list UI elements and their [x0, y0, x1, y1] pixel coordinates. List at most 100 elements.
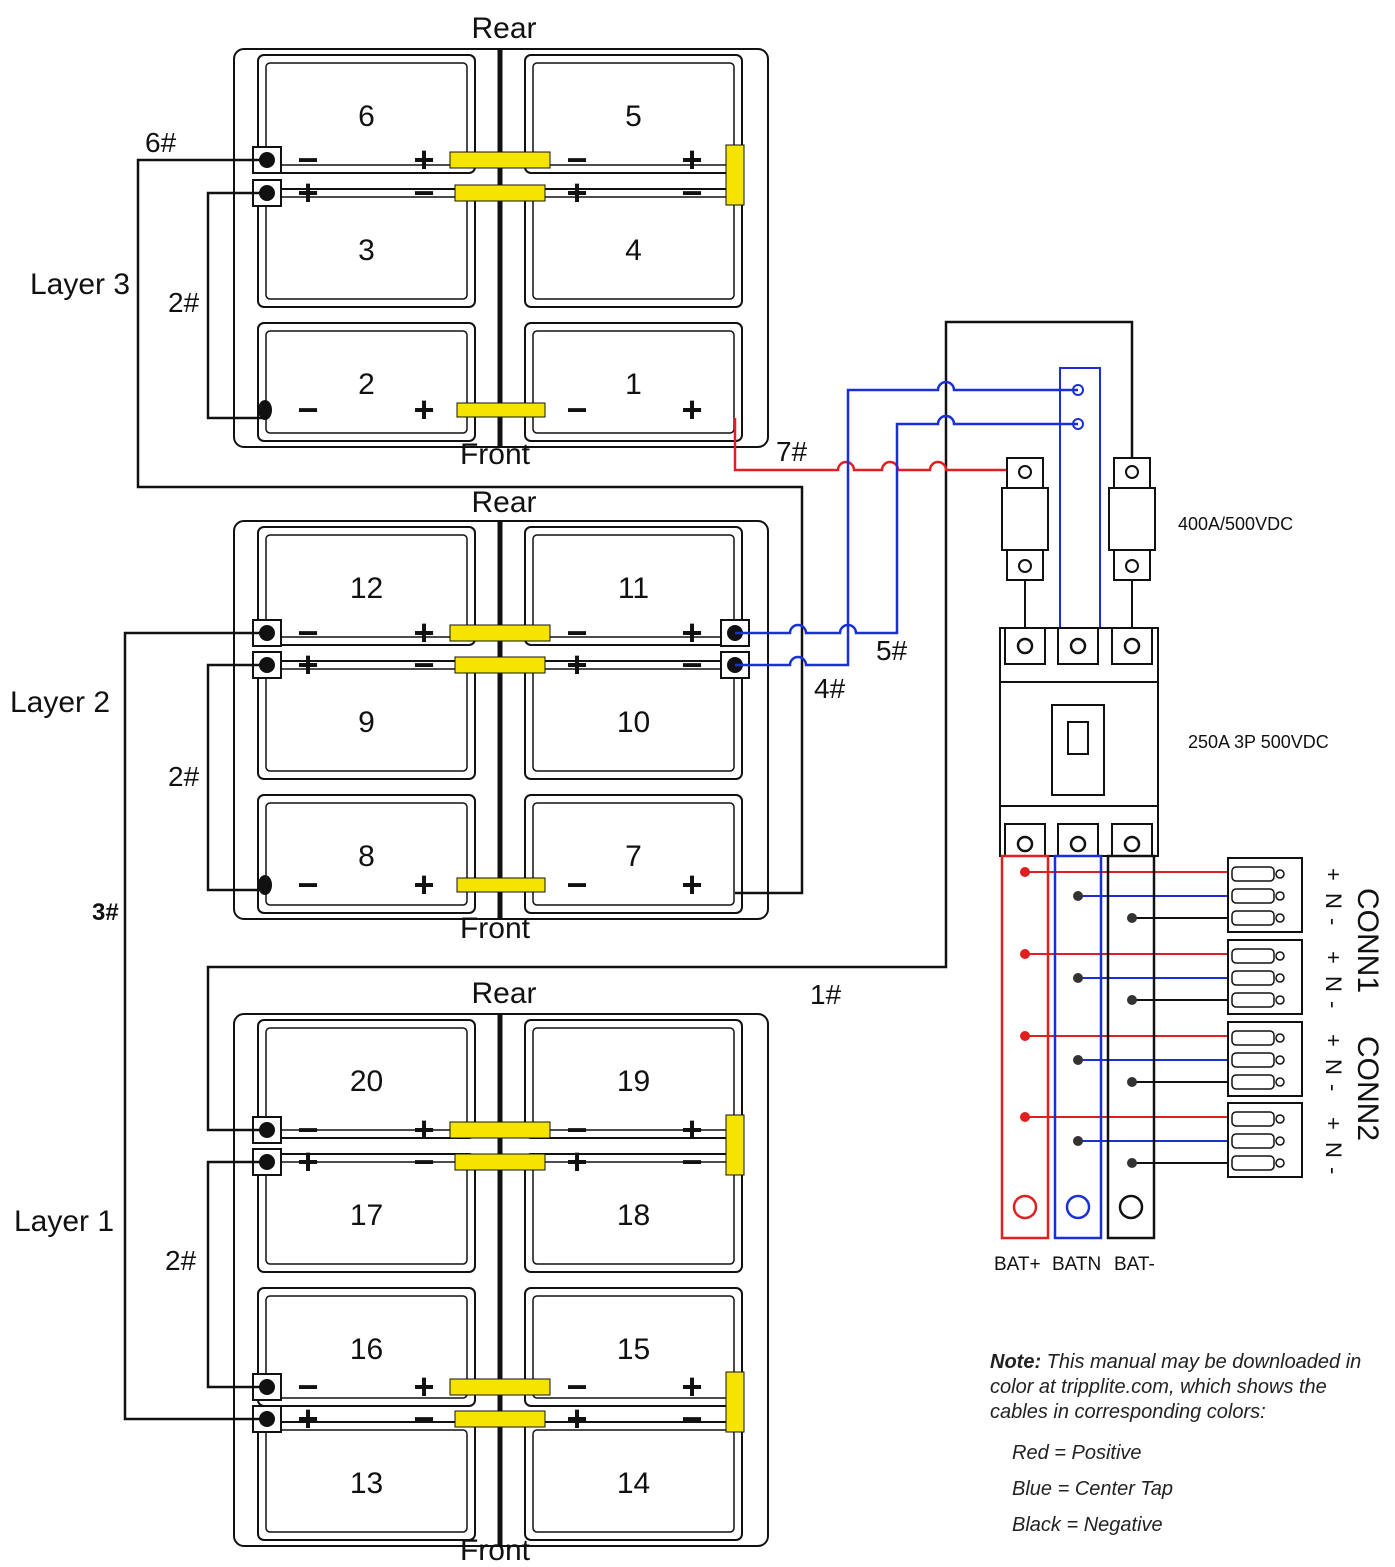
battery-case [257, 526, 476, 646]
battery: 2 [257, 322, 476, 442]
breaker-top-screw [1016, 637, 1034, 655]
pin-label: + [1321, 951, 1346, 964]
battery-number: 6 [358, 100, 375, 133]
battery-panel [532, 668, 735, 772]
pin-label: + [1321, 868, 1346, 881]
connector-2-pin [1231, 992, 1275, 1008]
battery-panel [265, 62, 468, 166]
battery: 3 [257, 188, 476, 308]
battery-number: 1 [625, 368, 642, 401]
l3-upper-plus3: + [681, 139, 702, 180]
breaker-handle [1067, 721, 1089, 755]
busbar-label-ct: BATN [1052, 1254, 1101, 1275]
wire-label-1: 1# [810, 979, 842, 1010]
l2-upper-plus4: + [566, 644, 587, 685]
battery-panel [265, 668, 468, 772]
busbar-center-stud [1065, 1194, 1091, 1220]
l1-lower-plus4: + [566, 1398, 587, 1439]
l1-upper-minus3: − [566, 1109, 587, 1150]
battery-panel [532, 1429, 735, 1533]
battery: 9 [257, 660, 476, 780]
battery: 12 [257, 526, 476, 646]
l2-lower-link [456, 877, 546, 893]
connector-1-pin-hole [1275, 913, 1285, 923]
breaker-bot-screw [1069, 835, 1087, 853]
battery: 16 [257, 1287, 476, 1407]
battery-number: 12 [350, 572, 383, 605]
l1-lower-minus3: − [566, 1366, 587, 1407]
l3-upper-minus4: − [681, 172, 702, 213]
pin-label: N [1321, 976, 1346, 992]
breaker-top-terminal [1111, 627, 1153, 665]
l1-upper-minus4: − [681, 1141, 702, 1182]
l2-lower-plus2: + [681, 864, 702, 905]
busbar-label-pos: BAT+ [994, 1254, 1041, 1275]
conn1-label: CONN1 [1351, 888, 1384, 993]
l2-upper-link-top [449, 624, 551, 642]
l1-upper-plus3: + [681, 1109, 702, 1150]
battery-case [257, 794, 476, 914]
l3-upper-plus: + [413, 139, 434, 180]
l3-upper-minus: − [297, 139, 318, 180]
wire-1 [206, 320, 1134, 1132]
l2-upper-minus2: − [413, 644, 434, 685]
l1-side-link-b [725, 1371, 745, 1433]
l1-upper-minus: − [297, 1109, 318, 1150]
wire-7 [733, 418, 1024, 472]
bus-tap-pos [1020, 1112, 1030, 1122]
battery-case [524, 188, 743, 308]
connector-1-pin-hole [1275, 891, 1285, 901]
bus-tap-neg [1127, 913, 1137, 923]
fuse-negative-bot-lug [1113, 549, 1151, 581]
bus-tap-ct [1073, 891, 1083, 901]
bus-tap-pos [1020, 949, 1030, 959]
battery: 1 [524, 322, 743, 442]
battery-panel [532, 62, 735, 166]
battery: 15 [524, 1287, 743, 1407]
connector-3-pin-hole [1275, 1055, 1285, 1065]
breaker-top-terminal [1004, 627, 1046, 665]
battery-number: 17 [350, 1199, 383, 1232]
battery: 20 [257, 1019, 476, 1139]
connector-1-pin [1231, 910, 1275, 926]
battery-panel [265, 1295, 468, 1399]
battery-number: 9 [358, 706, 375, 739]
battery-case [524, 1421, 743, 1541]
battery-panel [265, 1161, 468, 1265]
busbar-positive-bar [1000, 854, 1050, 1240]
battery-panel [265, 196, 468, 300]
connector-1-housing [1227, 857, 1303, 933]
l3-lower-minus: − [297, 389, 318, 430]
l2-lower-neg-term [258, 875, 272, 895]
fuse-positive-top-lug [1006, 457, 1044, 489]
busbar-negative-stud [1118, 1194, 1144, 1220]
layer1-rear-label: Rear [471, 977, 536, 1010]
legend-red: Red = Positive [1012, 1442, 1142, 1464]
fuse-rating-label: 400A/500VDC [1178, 514, 1293, 534]
battery-number: 16 [350, 1333, 383, 1366]
l3-upper-minus2: − [413, 172, 434, 213]
battery-case [257, 188, 476, 308]
breaker-bot-screw [1016, 835, 1034, 853]
battery: 8 [257, 794, 476, 914]
breaker-top-screw [1069, 637, 1087, 655]
battery-case [524, 1287, 743, 1407]
l1-lower-link-bot [454, 1410, 546, 1428]
connector-2-pin-hole [1275, 973, 1285, 983]
battery-number: 5 [625, 100, 642, 133]
l3-upper-minus3: − [566, 139, 587, 180]
battery-number: 13 [350, 1467, 383, 1500]
battery-case [257, 1153, 476, 1273]
note-text: This manual may be downloaded in color a… [990, 1351, 1362, 1423]
note-block: Note: This manual may be downloaded in c… [990, 1350, 1390, 1543]
legend-blue: Blue = Center Tap [1012, 1478, 1174, 1500]
legend-black: Black = Negative [1012, 1514, 1163, 1536]
wire-5 [735, 414, 1078, 635]
connector-4-pin [1231, 1133, 1275, 1149]
connector-2-housing [1227, 939, 1303, 1015]
battery-panel [532, 534, 735, 638]
fuse-positive-body [1001, 487, 1049, 551]
breaker-top-terminal [1057, 627, 1099, 665]
pin-label: N [1321, 1142, 1346, 1158]
l1-lower-minus4: − [681, 1398, 702, 1439]
